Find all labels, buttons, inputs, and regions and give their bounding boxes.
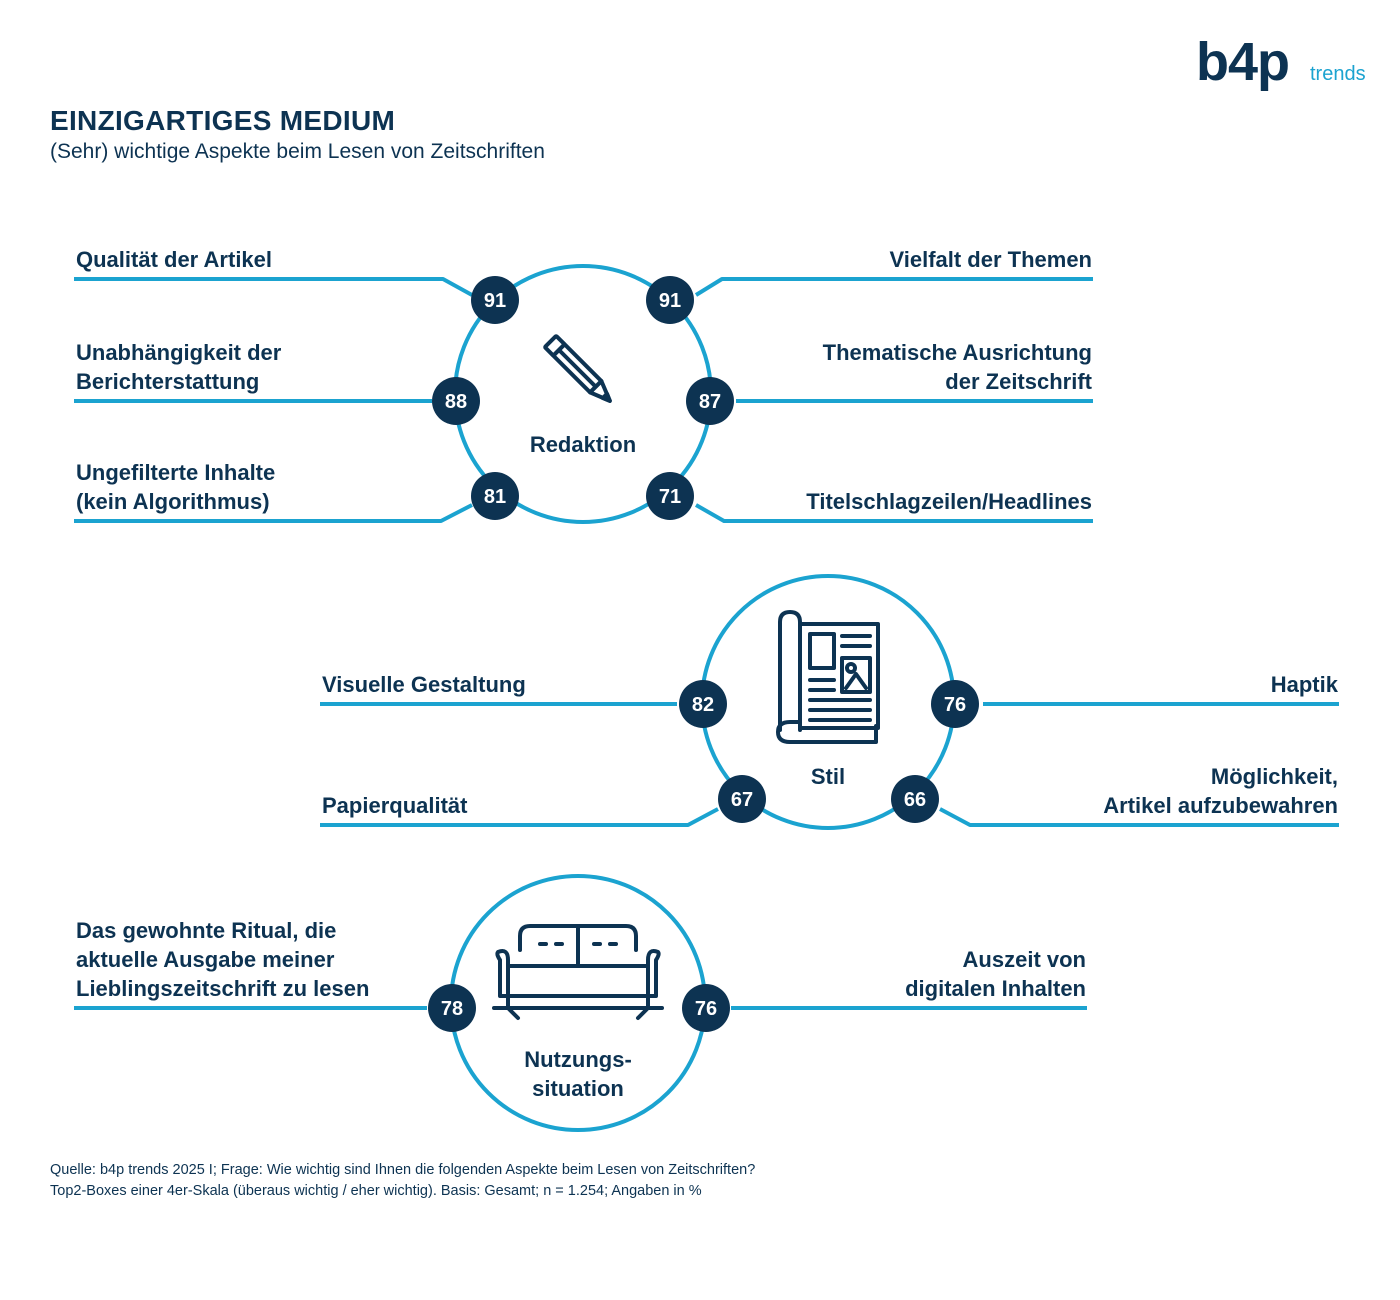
page-subtitle: (Sehr) wichtige Aspekte beim Lesen von Z…	[50, 140, 545, 163]
sofa-icon	[492, 924, 664, 1020]
page-title: EINZIGARTIGES MEDIUM	[50, 105, 396, 136]
value-badge: 71	[646, 472, 694, 520]
value-badge: 76	[682, 984, 730, 1032]
value-badge-text: 66	[904, 789, 926, 811]
logo-suffix: trends	[1310, 63, 1366, 85]
connector-stil-3	[320, 807, 719, 827]
value-badge: 76	[931, 680, 979, 728]
value-badge-text: 91	[484, 290, 506, 312]
value-badge-text: 91	[659, 290, 681, 312]
connector-redaktion-6	[695, 503, 1093, 523]
logo-brand: b4p	[1196, 32, 1289, 92]
connector-stil-4	[939, 807, 1339, 827]
aspect-label: Titelschlagzeilen/Headlines	[806, 489, 1092, 514]
value-badge-text: 88	[445, 391, 467, 413]
hub-label-nutzungssituation: Nutzungs-situation	[524, 1047, 632, 1101]
connector-redaktion-1	[74, 277, 473, 297]
value-badge: 78	[428, 984, 476, 1032]
hub-label-stil: Stil	[810, 764, 846, 789]
aspect-label: Möglichkeit,Artikel aufzubewahren	[1103, 764, 1338, 818]
value-badge: 91	[471, 276, 519, 324]
b4p-logo: b4p trends	[1196, 32, 1366, 92]
value-badge-text: 76	[944, 694, 966, 716]
value-badge: 88	[432, 377, 480, 425]
connector-redaktion-5	[74, 503, 473, 523]
value-badge: 91	[646, 276, 694, 324]
value-badge-text: 82	[692, 694, 714, 716]
value-badge-text: 67	[731, 789, 753, 811]
value-badge-text: 71	[659, 486, 681, 508]
aspect-label: Ungefilterte Inhalte(kein Algorithmus)	[76, 460, 276, 514]
value-badge: 81	[471, 472, 519, 520]
value-badge: 66	[891, 775, 939, 823]
value-badge-text: 87	[699, 391, 721, 413]
value-badge-text: 76	[695, 998, 717, 1020]
aspect-label: Visuelle Gestaltung	[322, 672, 526, 697]
source-note-line-2: Top2-Boxes einer 4er-Skala (überaus wich…	[50, 1183, 702, 1199]
value-badge: 67	[718, 775, 766, 823]
connector-redaktion-2	[694, 277, 1093, 297]
value-badge-text: 81	[484, 486, 506, 508]
source-note-line-1: Quelle: b4p trends 2025 I; Frage: Wie wi…	[50, 1162, 756, 1178]
aspect-label: Papierqualität	[322, 793, 468, 818]
value-badge: 82	[679, 680, 727, 728]
aspect-label: Haptik	[1270, 672, 1338, 697]
hub-label-redaktion: Redaktion	[529, 432, 637, 457]
pencil-icon	[543, 334, 612, 403]
magazine-icon	[776, 610, 880, 744]
aspect-label: Vielfalt der Themen	[889, 247, 1092, 272]
value-badge-text: 78	[441, 998, 463, 1020]
aspect-label: Qualität der Artikel	[76, 247, 273, 272]
value-badge: 87	[686, 377, 734, 425]
